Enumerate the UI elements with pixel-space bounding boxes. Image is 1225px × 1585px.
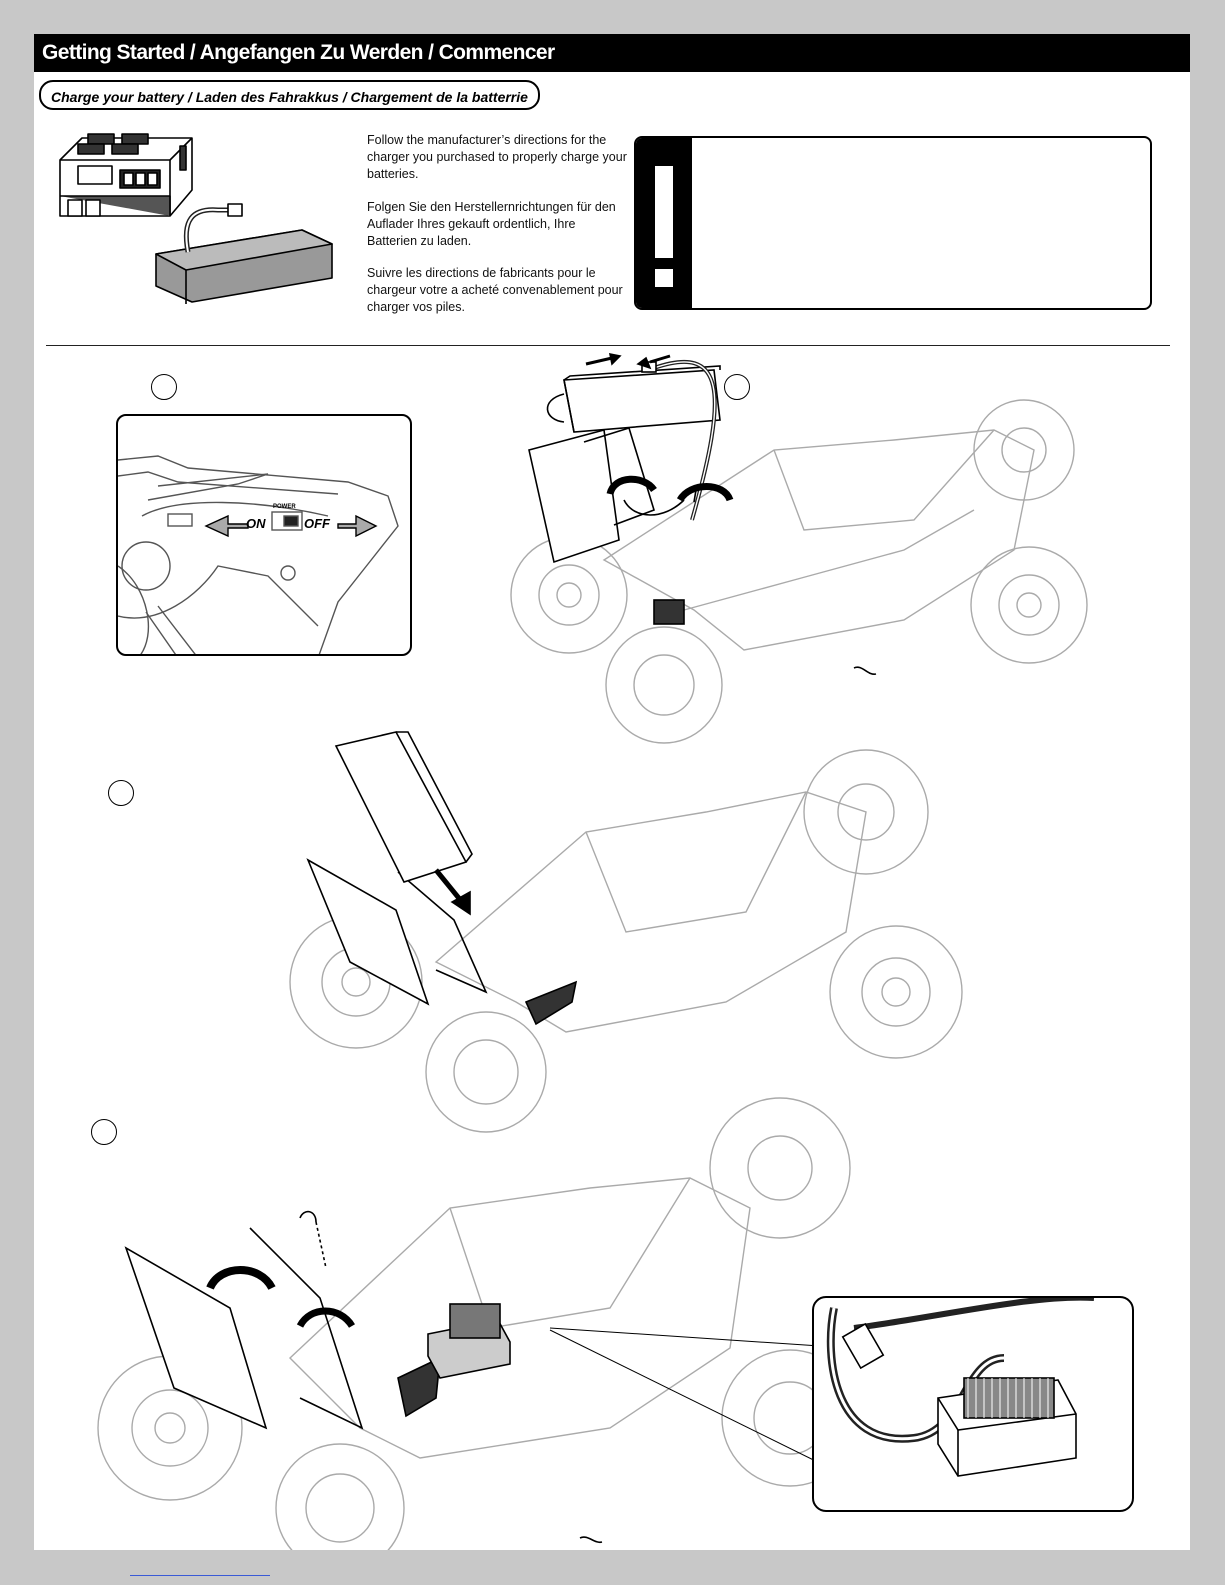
warning-box <box>634 136 1152 310</box>
arrow-right-icon <box>585 356 613 366</box>
body-clip-icon <box>299 1210 317 1223</box>
step-1-marker <box>151 374 177 400</box>
section-divider <box>46 345 1170 346</box>
curved-arrow-icon <box>676 483 734 503</box>
curved-arrow-icon <box>606 475 657 496</box>
body-clip-icon <box>579 1536 603 1544</box>
esc-detail-illustration <box>826 1298 1094 1477</box>
on-label: ON <box>246 516 266 531</box>
power-label: POWER <box>273 504 296 510</box>
curved-arrow-icon <box>296 1307 355 1329</box>
section-heading: Charge your battery / Laden des Fahrakku… <box>39 80 540 110</box>
warning-icon <box>636 138 692 308</box>
instructions-german: Folgen Sie den Herstellernrichtungen für… <box>367 200 616 248</box>
vehicle-battery-insert-illustration <box>289 731 963 1133</box>
footer-link[interactable] <box>130 1575 270 1576</box>
down-arrow-icon <box>434 868 464 904</box>
arrow-left-icon <box>649 354 671 364</box>
vehicle-esc-illustration <box>97 1097 859 1550</box>
manual-page: Getting Started / Angefangen Zu Werden /… <box>34 34 1190 1550</box>
esc-detail-panel <box>812 1296 1134 1512</box>
instructions-english: Follow the manufacturer’s directions for… <box>367 133 627 181</box>
step-2-marker <box>724 374 750 400</box>
vehicle-battery-connect-illustration <box>510 352 1088 744</box>
transmitter-illustration <box>118 455 399 654</box>
curved-arrow-icon <box>206 1266 276 1291</box>
off-label: OFF <box>304 516 330 531</box>
body-clip-icon <box>853 666 877 675</box>
arrow-right-icon <box>337 514 378 538</box>
page-title: Getting Started / Angefangen Zu Werden /… <box>34 34 1190 72</box>
step-3-marker <box>108 780 134 806</box>
instructions-french: Suivre les directions de fabricants pour… <box>367 266 623 314</box>
transmitter-switch-panel: ON OFF POWER <box>116 414 412 656</box>
charger-battery-illustration <box>59 133 333 304</box>
step-4-marker <box>91 1119 117 1145</box>
arrow-left-icon <box>204 514 249 538</box>
